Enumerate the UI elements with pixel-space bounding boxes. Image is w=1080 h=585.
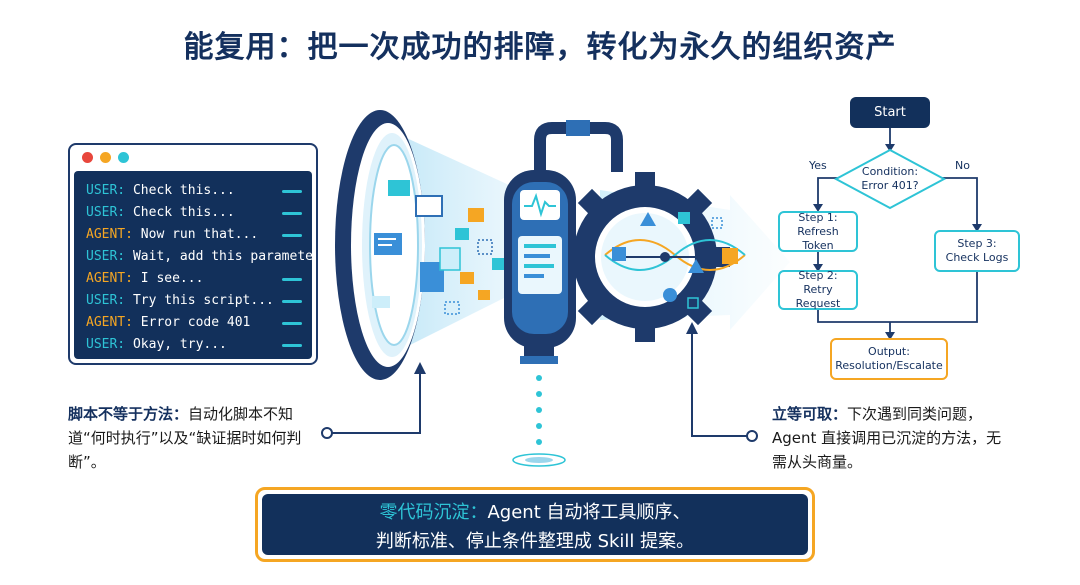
minimize-dot-icon [100,152,111,163]
left-note-heading: 脚本不等于方法： [68,405,189,423]
data-fragments [372,180,520,315]
flow-no-label: No [955,159,970,172]
condition-diamond [833,148,947,210]
step2-value: Retry Request [795,283,841,310]
condition-label: Condition: [861,165,919,178]
step2-label: Step 2: [798,269,838,282]
chat-line: USER: Wait, add this parameter [86,249,318,264]
chat-line: AGENT: Now run that... [86,227,259,242]
flow-start: Start [850,97,930,128]
output-value: Resolution/Escalate [835,359,943,372]
maximize-dot-icon [118,152,129,163]
step1-value: Refresh Token [797,224,839,252]
chat-line: AGENT: Error code 401 [86,315,251,330]
line-dash [282,278,302,281]
condition-value: Error 401? [861,179,919,192]
gear-machine-icon [504,120,623,364]
line-dash [282,300,302,303]
waveform-icon [520,190,560,220]
chat-line: AGENT: I see... [86,271,204,286]
connector-right [686,322,758,442]
close-dot-icon [82,152,93,163]
line-dash [282,212,302,215]
page-title: 能复用：把一次成功的排障，转化为永久的组织资产 [183,30,897,65]
line-dash [282,234,302,237]
line-dash [282,190,302,193]
flowchart-arrowheads [813,144,982,340]
gear-icon [560,172,730,342]
connector-left [321,362,426,439]
right-note: 立等可取：下次遇到同类问题，Agent 直接调用已沉淀的方法，无需从头商量。 [772,402,1007,474]
chat-line: USER: Try this script... [86,293,274,308]
flow-condition: Condition: Error 401? [846,163,934,195]
chat-log: USER: Check this... USER: Check this... … [74,171,316,359]
window-titlebar [70,145,316,171]
line-dash [282,322,302,325]
step3-label: Step 3: [957,237,997,250]
right-note-heading: 立等可取： [772,405,848,423]
knowledge-graph [604,212,746,309]
drip [512,375,566,467]
left-note: 脚本不等于方法：自动化脚本不知道“何时执行”以及“缺证据时如何判断”。 [68,402,318,474]
summary-banner: 零代码沉淀：Agent 自动将工具顺序、 判断标准、停止条件整理成 Skill … [255,487,815,562]
flow-step-1: Step 1: Refresh Token [778,211,858,252]
summary-banner-inner: 零代码沉淀：Agent 自动将工具顺序、 判断标准、停止条件整理成 Skill … [262,494,808,555]
chat-line: USER: Check this... [86,205,235,220]
right-note-body: 下次遇到同类问题，Agent 直接调用已沉淀的方法，无需从头商量。 [772,405,1002,471]
banner-line-2: 判断标准、停止条件整理成 Skill 提案。 [375,531,695,552]
flow-step-2: Step 2: Retry Request [778,269,858,310]
step3-value: Check Logs [945,251,1009,264]
banner-highlight: 零代码沉淀： [379,502,488,523]
output-label: Output: [868,345,910,358]
flow-step-3: Step 3: Check Logs [934,230,1020,272]
chat-line: USER: Okay, try... [86,337,227,352]
left-note-body: 自动化脚本不知道“何时执行”以及“缺证据时如何判断”。 [68,405,302,471]
step1-label: Step 1: [798,210,838,224]
line-dash [282,344,302,347]
chat-line: USER: Check this... [86,183,235,198]
banner-line-1: 零代码沉淀：Agent 自动将工具顺序、 [262,498,808,527]
chat-window: USER: Check this... USER: Check this... … [68,143,318,365]
banner-line1-text: Agent 自动将工具顺序、 [487,502,691,523]
flow-yes-label: Yes [809,159,827,172]
flow-output: Output: Resolution/Escalate [830,338,948,380]
